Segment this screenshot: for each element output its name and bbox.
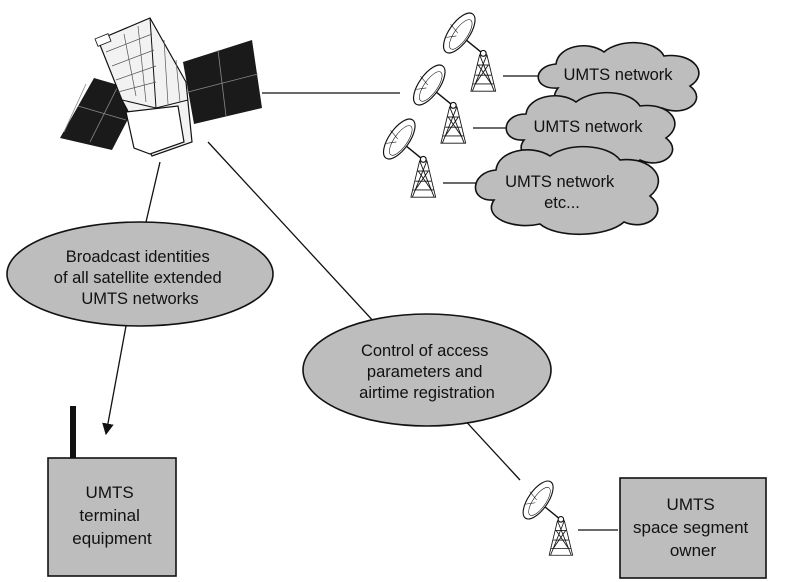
satellite-to-owner-line xyxy=(207,141,521,481)
svg-text:UMTS space segment: UMTS space segment owner xyxy=(633,495,753,560)
satellite-to-broadcast-line xyxy=(145,161,161,223)
svg-text:UMTS network etc...: UMTS network etc... xyxy=(505,173,619,212)
terminal-box: UMTS terminal equipment xyxy=(47,406,177,577)
satellite-icon xyxy=(60,17,262,157)
broadcast-to-terminal-arrow xyxy=(102,325,127,436)
terminal-label: equipment xyxy=(72,529,152,548)
owner-box: UMTS space segment owner xyxy=(619,477,767,579)
terminal-antenna-icon xyxy=(70,406,76,460)
control-label: airtime registration xyxy=(359,384,495,402)
dish-antenna-icon xyxy=(406,59,467,144)
network-label: UMTS network xyxy=(505,173,615,191)
svg-text:Broadcast identities of: Broadcast identities of all satellite ex… xyxy=(54,248,226,308)
broadcast-ellipse: Broadcast identities of all satellite ex… xyxy=(6,221,274,327)
network-cloud: UMTS network xyxy=(505,91,676,170)
network-label: UMTS network xyxy=(563,66,673,84)
owner-label: UMTS xyxy=(667,495,715,514)
network-label: etc... xyxy=(544,194,580,212)
svg-text:UMTS network: UMTS network xyxy=(563,66,673,84)
control-ellipse: Control of access parameters and airtime… xyxy=(302,313,552,427)
terminal-label: UMTS xyxy=(86,483,134,502)
dish-antenna-icon xyxy=(436,7,497,92)
svg-text:UMTS terminal equi: UMTS terminal equipment xyxy=(72,483,152,548)
network-cloud: UMTS network etc... xyxy=(474,145,660,236)
terminal-label: terminal xyxy=(79,506,139,525)
broadcast-label: of all satellite extended xyxy=(54,269,222,287)
control-label: Control of access xyxy=(361,342,488,360)
dish-antenna-icon xyxy=(376,113,437,198)
dish-antenna-icon xyxy=(516,475,574,556)
broadcast-label: UMTS networks xyxy=(81,290,198,308)
network-label: UMTS network xyxy=(533,118,643,136)
control-label: parameters and xyxy=(367,363,483,381)
broadcast-label: Broadcast identities xyxy=(66,248,210,266)
owner-label: owner xyxy=(670,541,717,560)
svg-text:UMTS network: UMTS network xyxy=(533,118,643,136)
svg-text:Control of access parame: Control of access parameters and airtime… xyxy=(359,342,495,402)
owner-label: space segment xyxy=(633,518,749,537)
